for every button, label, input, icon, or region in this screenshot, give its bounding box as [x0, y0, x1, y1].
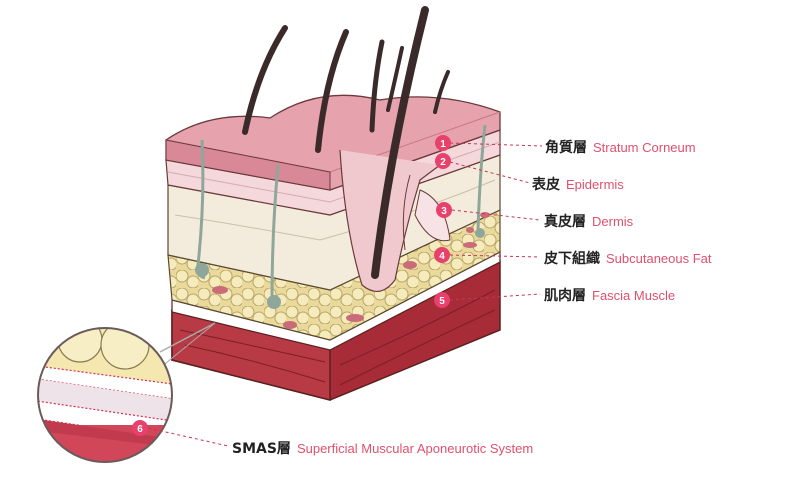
label-smas-en: Superficial Muscular Aponeurotic System [296, 441, 534, 456]
leader-lines [147, 142, 543, 447]
label-smas-zh: SMAS層 [232, 441, 291, 457]
badge-3-text: 3 [441, 206, 447, 217]
label-stratum-corneum-en: Stratum Corneum [593, 140, 696, 155]
label-stratum-corneum-zh: 角質層 [545, 140, 587, 156]
label-epidermis-en: Epidermis [566, 177, 624, 192]
badge-6-text: 6 [137, 424, 143, 435]
muscle-layer [171, 260, 501, 401]
badge-2-text: 2 [440, 157, 446, 168]
nerve-endings [195, 228, 485, 309]
label-smas: SMAS層 Superficial Muscular Aponeurotic S… [232, 438, 533, 458]
badge-5-text: 5 [439, 296, 445, 307]
label-stratum-corneum: 角質層 Stratum Corneum [545, 137, 696, 157]
label-muscle-zh: 肌肉層 [544, 288, 586, 304]
label-dermis: 真皮層 Dermis [544, 211, 633, 231]
label-muscle: 肌肉層 Fascia Muscle [544, 285, 675, 305]
label-subcutaneous-zh: 皮下組織 [544, 251, 600, 267]
badge-5: 5 [434, 292, 450, 308]
badge-4: 4 [434, 247, 450, 263]
label-muscle-en: Fascia Muscle [592, 288, 676, 303]
label-subcutaneous: 皮下組織 Subcutaneous Fat [544, 248, 712, 268]
hair-follicle [339, 149, 451, 292]
badge-3: 3 [436, 202, 452, 218]
label-epidermis: 表皮 Epidermis [532, 174, 624, 194]
badge-4-text: 4 [439, 251, 445, 262]
label-subcutaneous-en: Subcutaneous Fat [606, 251, 712, 266]
badge-1: 1 [435, 135, 451, 151]
label-dermis-en: Dermis [592, 214, 634, 229]
badge-6: 6 [132, 420, 148, 436]
badge-1-text: 1 [440, 139, 446, 150]
zoom-callout [37, 322, 216, 463]
label-dermis-zh: 真皮層 [544, 214, 586, 230]
hairs [242, 6, 450, 279]
badge-2: 2 [435, 153, 451, 169]
label-epidermis-zh: 表皮 [532, 177, 560, 193]
